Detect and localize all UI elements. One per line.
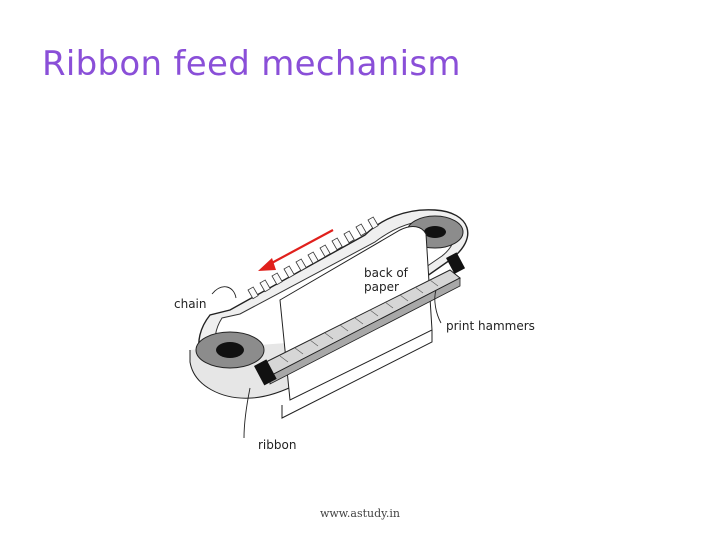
footer-url: www.astudy.in	[319, 507, 401, 520]
diagram-illustration	[189, 209, 469, 439]
slide-title: Ribbon feed mechanism	[42, 44, 461, 84]
print-hammers-leader	[434, 289, 442, 324]
label-back-of-paper-line2: paper	[364, 280, 399, 294]
label-ribbon: ribbon	[258, 438, 297, 452]
ribbon	[254, 252, 466, 386]
chain-leader	[211, 286, 237, 299]
motion-arrow	[258, 229, 334, 271]
label-back-of-paper-line1: back of	[364, 266, 408, 280]
print-hammers-bank	[259, 269, 461, 385]
left-pulley	[195, 331, 265, 369]
ribbon-leader	[243, 387, 251, 439]
label-print-hammers: print hammers	[446, 319, 535, 333]
leader-lines	[211, 286, 442, 439]
label-chain: chain	[174, 297, 207, 311]
ribbon-feed-diagram: chain back of paper print hammers ribbon	[150, 190, 570, 470]
